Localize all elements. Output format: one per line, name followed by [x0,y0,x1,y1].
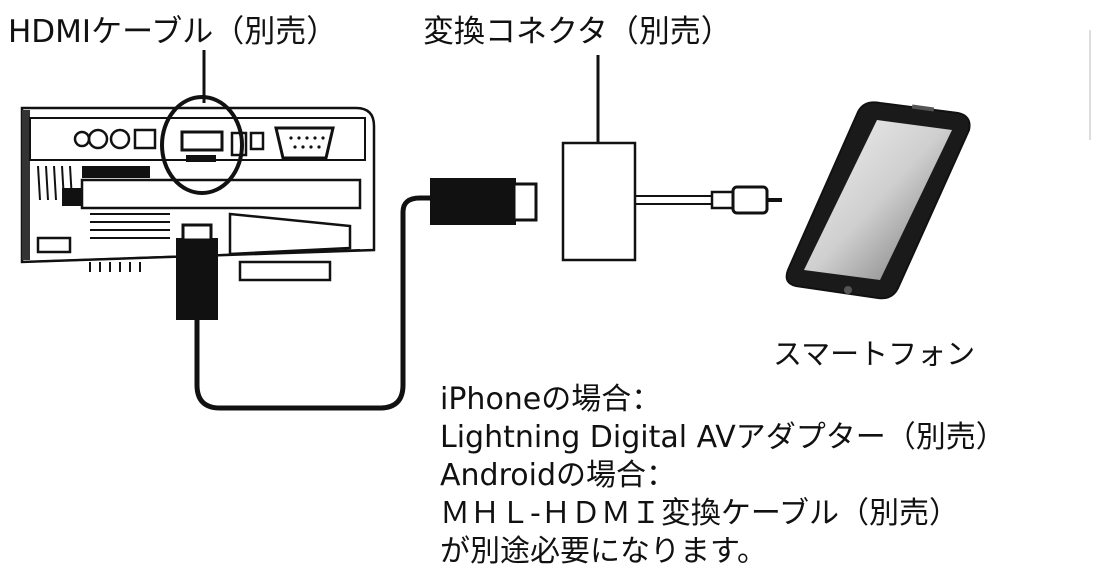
hdmi-plug-projector [176,238,218,320]
note-line: iPhoneの場合： [440,382,662,417]
note-line: が別途必要になります。 [440,534,767,569]
converter-box [561,141,637,262]
hdmi-cable-line [194,195,432,411]
hdmi-port-icon [180,130,224,152]
note-line: Androidの場合： [440,458,676,493]
smartphone-illustration [785,101,971,300]
note-line: ＭＨＬ-ＨＤＭＩ変換ケーブル（別売） [440,496,960,531]
smartphone-label: スマートフォン [773,337,976,371]
hdmi-port-highlight [160,95,244,195]
note-line: Lightning Digital AVアダプター（別売） [440,420,1006,455]
converter-label: 変換コネクタ（別売） [423,14,732,50]
hdmi-cable-label: HDMIケーブル（別売） [8,14,338,50]
projector-illustration [20,106,376,282]
lightning-plug [731,185,769,215]
hdmi-plug-converter [430,178,516,225]
requirements-note: iPhoneの場合： Lightning Digital AVアダプター（別売）… [440,381,1006,571]
